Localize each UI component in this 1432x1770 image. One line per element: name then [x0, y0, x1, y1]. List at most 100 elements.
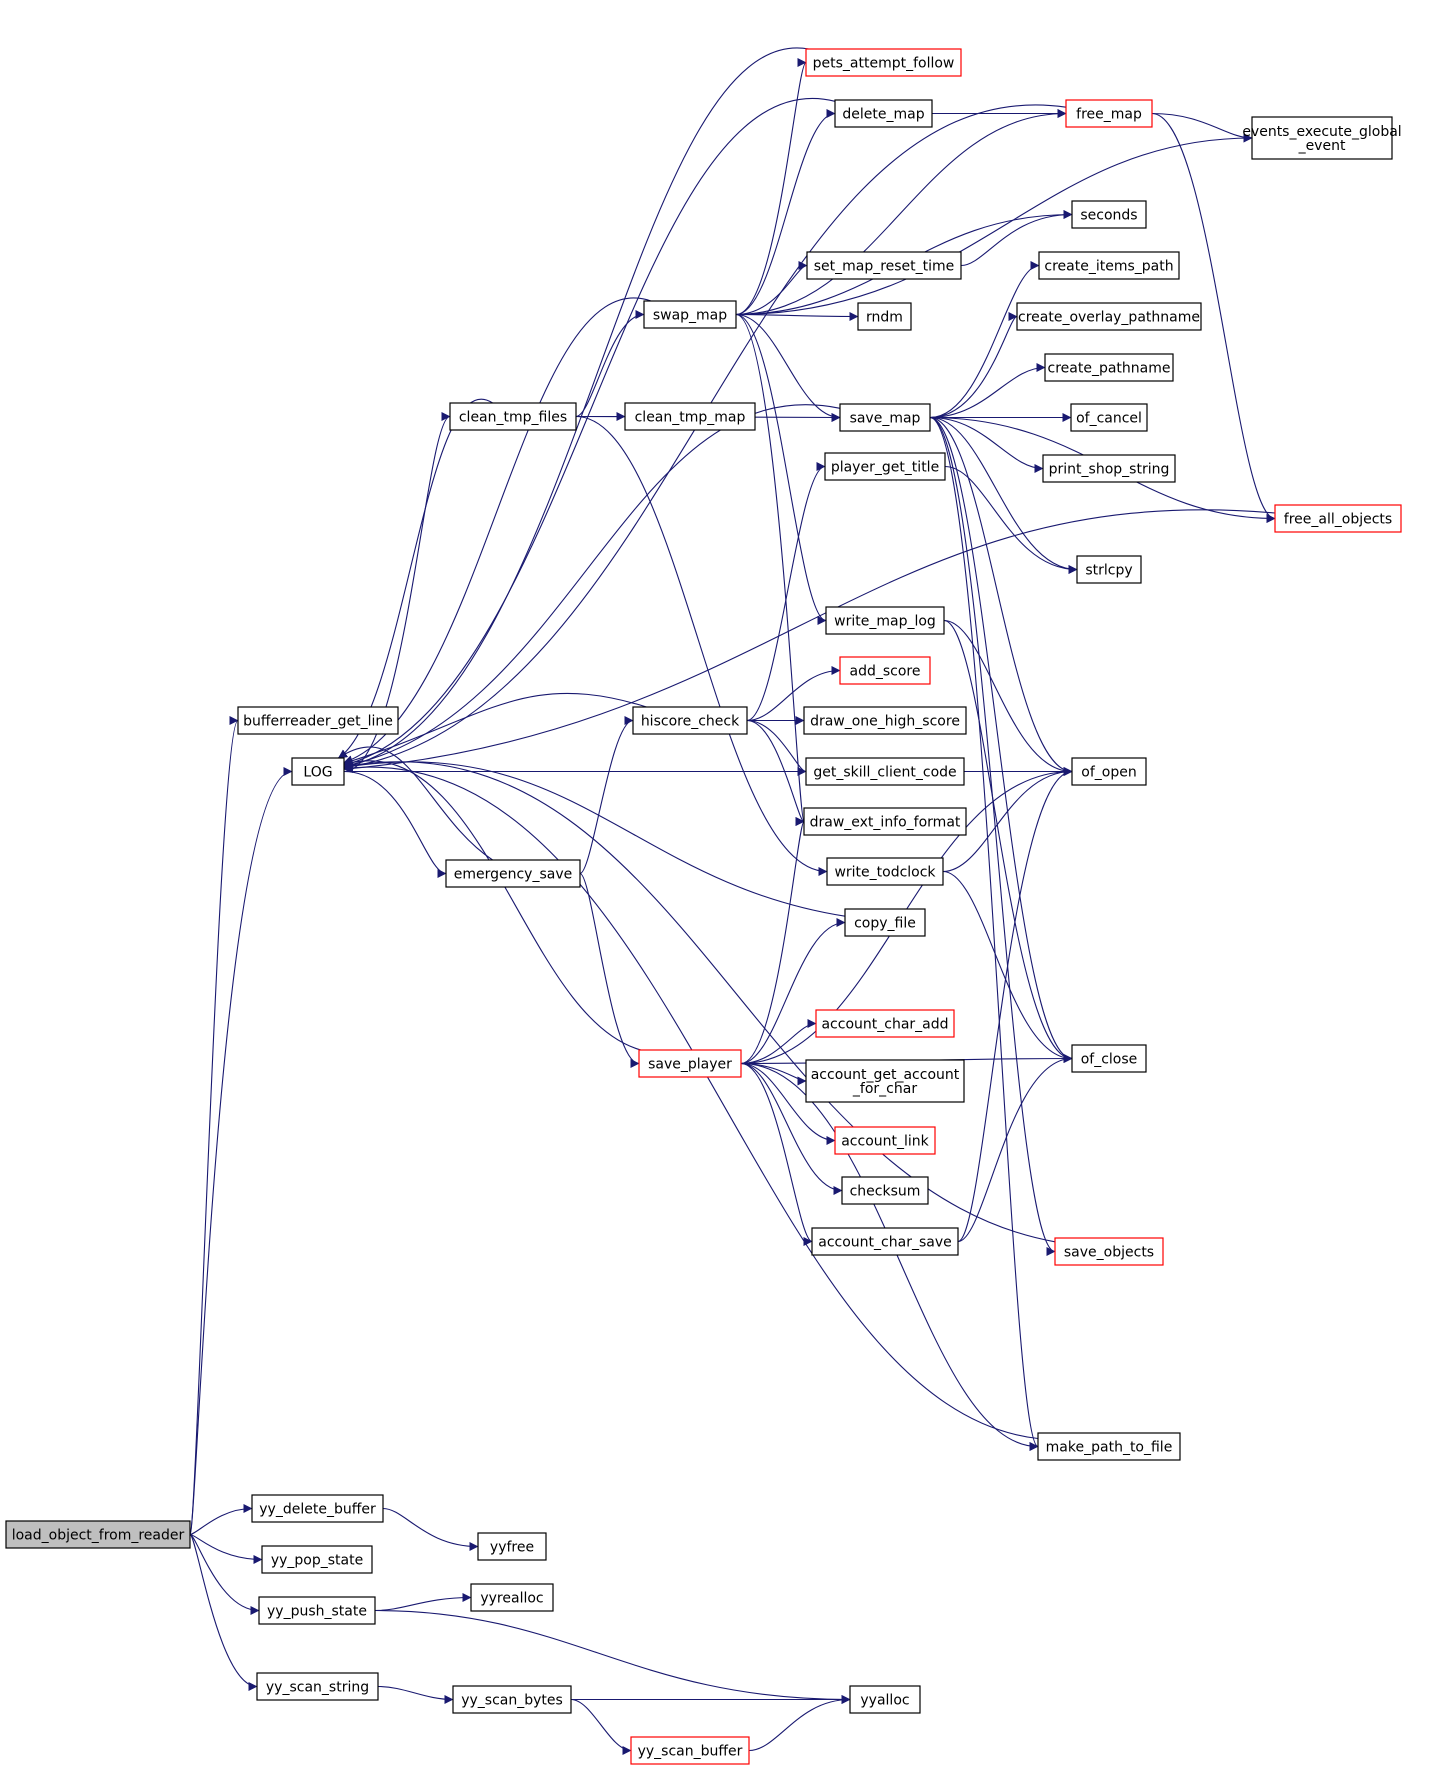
edge-save_objects-to-LOG: [343, 760, 1056, 1243]
node-account_char_save[interactable]: account_char_save: [811, 1227, 959, 1256]
node-label-write_map_log: write_map_log: [834, 614, 936, 630]
node-box-print_shop_string: [1042, 454, 1176, 483]
node-yy_scan_string[interactable]: yy_scan_string: [256, 1672, 379, 1701]
node-draw_ext_info_format[interactable]: draw_ext_info_format: [803, 807, 967, 836]
edge-set_map_reset_time-to-seconds: [960, 210, 1073, 267]
node-box-free_all_objects: [1274, 504, 1402, 533]
node-label-account_link: account_link: [841, 1134, 929, 1150]
node-box-yyalloc: [849, 1685, 921, 1714]
node-label-draw_one_high_score: draw_one_high_score: [810, 714, 960, 730]
node-of_close[interactable]: of_close: [1071, 1044, 1147, 1073]
node-label-seconds: seconds: [1080, 208, 1137, 224]
edge-save_player-to-draw_ext_info_format: [740, 817, 805, 1065]
node-set_map_reset_time[interactable]: set_map_reset_time: [806, 251, 962, 280]
node-box-save_objects: [1054, 1237, 1164, 1266]
node-delete_map[interactable]: delete_map: [834, 99, 933, 128]
node-rndm[interactable]: rndm: [857, 302, 912, 331]
node-make_path_to_file[interactable]: make_path_to_file: [1037, 1432, 1181, 1461]
node-free_all_objects[interactable]: free_all_objects: [1274, 504, 1402, 533]
edge-write_map_log-to-of_open: [943, 619, 1073, 776]
node-write_todclock[interactable]: write_todclock: [826, 857, 944, 886]
node-yy_delete_buffer[interactable]: yy_delete_buffer: [251, 1494, 384, 1523]
node-account_char_add[interactable]: account_char_add: [815, 1009, 955, 1038]
edge-swap_map-to-pets_attempt_follow: [735, 58, 807, 316]
node-yy_scan_bytes[interactable]: yy_scan_bytes: [452, 1685, 572, 1714]
node-seconds[interactable]: seconds: [1071, 200, 1147, 229]
edge-save_player-to-account_char_save: [740, 1062, 813, 1246]
edge-load_object_from_reader-to-LOG: [189, 767, 293, 1536]
edge-account_char_save-to-of_close: [957, 1054, 1073, 1243]
node-box-of_open: [1071, 757, 1147, 786]
node-label-of_cancel: of_cancel: [1076, 411, 1142, 427]
node-player_get_title[interactable]: player_get_title: [824, 452, 946, 481]
node-yy_scan_buffer[interactable]: yy_scan_buffer: [630, 1736, 750, 1765]
edge-save_map-to-save_objects: [929, 416, 1056, 1256]
node-yyalloc[interactable]: yyalloc: [849, 1685, 921, 1714]
node-save_map[interactable]: save_map: [839, 403, 931, 432]
node-yy_pop_state[interactable]: yy_pop_state: [261, 1545, 373, 1574]
node-label-clean_tmp_map: clean_tmp_map: [635, 410, 746, 426]
node-create_items_path[interactable]: create_items_path: [1038, 251, 1180, 280]
node-strlcpy[interactable]: strlcpy: [1076, 555, 1142, 584]
node-label-print_shop_string: print_shop_string: [1049, 462, 1170, 478]
node-box-strlcpy: [1076, 555, 1142, 584]
edge-free_map-to-LOG: [343, 104, 1067, 771]
node-get_skill_client_code[interactable]: get_skill_client_code: [805, 757, 965, 786]
edge-yy_scan_bytes-to-yy_scan_buffer: [570, 1698, 632, 1755]
node-print_shop_string[interactable]: print_shop_string: [1042, 454, 1176, 483]
node-label-copy_file: copy_file: [854, 916, 916, 932]
node-checksum[interactable]: checksum: [841, 1176, 929, 1205]
node-emergency_save[interactable]: emergency_save: [445, 859, 581, 888]
edge-write_todclock-to-of_open: [942, 767, 1073, 873]
node-label-of_open: of_open: [1081, 765, 1136, 781]
node-LOG[interactable]: LOG: [291, 757, 345, 786]
node-label-clean_tmp_files: clean_tmp_files: [459, 410, 567, 426]
node-box-set_map_reset_time: [806, 251, 962, 280]
node-box-rndm: [857, 302, 912, 331]
node-yy_push_state[interactable]: yy_push_state: [258, 1596, 376, 1625]
node-label-yy_scan_bytes: yy_scan_bytes: [461, 1693, 563, 1709]
node-label-events_execute_global_event: events_execute_global_event: [1242, 124, 1401, 154]
node-box-bufferreader_get_line: [237, 706, 399, 735]
node-yyfree[interactable]: yyfree: [477, 1532, 547, 1561]
node-save_player[interactable]: save_player: [638, 1049, 742, 1078]
edges-layer: [189, 47, 1276, 1755]
node-box-make_path_to_file: [1037, 1432, 1181, 1461]
node-add_score[interactable]: add_score: [839, 656, 931, 685]
node-label-swap_map: swap_map: [653, 308, 727, 324]
edge-free_all_objects-to-LOG: [343, 509, 1276, 773]
node-draw_one_high_score[interactable]: draw_one_high_score: [803, 706, 967, 735]
node-hiscore_check[interactable]: hiscore_check: [632, 706, 748, 735]
node-create_pathname[interactable]: create_pathname: [1044, 353, 1174, 382]
edge-save_map-to-create_items_path: [929, 261, 1040, 419]
node-of_open[interactable]: of_open: [1071, 757, 1147, 786]
node-bufferreader_get_line[interactable]: bufferreader_get_line: [237, 706, 399, 735]
node-pets_attempt_follow[interactable]: pets_attempt_follow: [805, 48, 962, 77]
node-label-set_map_reset_time: set_map_reset_time: [814, 259, 955, 275]
node-yyrealloc[interactable]: yyrealloc: [470, 1583, 554, 1612]
edge-save_map-to-create_pathname: [929, 363, 1046, 419]
node-of_cancel[interactable]: of_cancel: [1070, 403, 1148, 432]
node-account_link[interactable]: account_link: [834, 1126, 936, 1155]
node-events_execute_global_event[interactable]: events_execute_global_event: [1242, 116, 1402, 160]
node-create_overlay_pathname[interactable]: create_overlay_pathname: [1016, 302, 1202, 331]
edge-save_player-to-account_link: [740, 1062, 836, 1145]
edge-swap_map-to-draw_ext_info_format: [735, 313, 805, 826]
node-copy_file[interactable]: copy_file: [844, 908, 926, 937]
node-box-add_score: [839, 656, 931, 685]
edge-save_map-to-create_overlay_pathname: [929, 312, 1018, 419]
node-label-bufferreader_get_line: bufferreader_get_line: [243, 714, 393, 730]
node-swap_map[interactable]: swap_map: [643, 300, 737, 329]
node-load_object_from_reader[interactable]: load_object_from_reader: [5, 1520, 191, 1549]
node-label-account_char_add: account_char_add: [821, 1017, 948, 1033]
node-clean_tmp_files[interactable]: clean_tmp_files: [449, 402, 577, 431]
node-save_objects[interactable]: save_objects: [1054, 1237, 1164, 1266]
node-free_map[interactable]: free_map: [1065, 99, 1153, 128]
node-clean_tmp_map[interactable]: clean_tmp_map: [624, 402, 756, 431]
edge-save_player-to-copy_file: [740, 918, 846, 1065]
node-box-swap_map: [643, 300, 737, 329]
node-account_get_account_for_char[interactable]: account_get_account_for_char: [805, 1059, 965, 1103]
node-label-player_get_title: player_get_title: [831, 460, 939, 476]
node-write_map_log[interactable]: write_map_log: [825, 606, 945, 635]
